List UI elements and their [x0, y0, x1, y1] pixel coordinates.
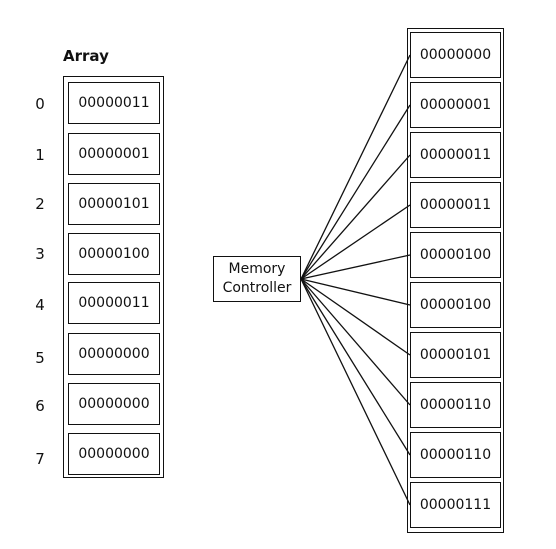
memory-cell-2: 00000011: [410, 132, 501, 178]
connection-line: [300, 278, 411, 356]
array-index-7: 7: [35, 450, 45, 468]
array-cell-1: 00000001: [68, 133, 160, 175]
memory-controller-label-line1: Memory: [228, 261, 286, 277]
array-cell-5: 00000000: [68, 333, 160, 375]
connection-line: [300, 254, 411, 280]
connection-line: [300, 154, 411, 280]
array-cell-6: 00000000: [68, 383, 160, 425]
memory-cell-9: 00000111: [410, 482, 501, 528]
memory-cell-7: 00000110: [410, 382, 501, 428]
array-index-3: 3: [35, 245, 45, 263]
array-index-1: 1: [35, 146, 45, 164]
array-index-0: 0: [35, 95, 45, 113]
array-index-5: 5: [35, 349, 45, 367]
connection-line: [300, 278, 411, 456]
memory-cell-5: 00000100: [410, 282, 501, 328]
memory-cell-8: 00000110: [410, 432, 501, 478]
connection-line: [300, 278, 411, 306]
connection-line: [300, 104, 411, 280]
memory-controller: Memory Controller: [213, 256, 301, 302]
array-cell-7: 00000000: [68, 433, 160, 475]
array-cell-2: 00000101: [68, 183, 160, 225]
memory-cell-1: 00000001: [410, 82, 501, 128]
connection-line: [300, 54, 411, 280]
connection-line: [300, 278, 411, 506]
connection-line: [300, 204, 411, 280]
array-cell-0: 00000011: [68, 82, 160, 124]
array-cell-4: 00000011: [68, 282, 160, 324]
memory-controller-label-line2: Controller: [222, 280, 292, 296]
array-index-6: 6: [35, 397, 45, 415]
array-index-2: 2: [35, 195, 45, 213]
memory-cell-3: 00000011: [410, 182, 501, 228]
memory-cell-6: 00000101: [410, 332, 501, 378]
memory-cell-4: 00000100: [410, 232, 501, 278]
memory-container: [407, 28, 504, 533]
array-cell-3: 00000100: [68, 233, 160, 275]
array-title: Array: [63, 47, 109, 65]
connection-line: [300, 278, 411, 406]
array-container: [63, 76, 164, 478]
memory-cell-0: 00000000: [410, 32, 501, 78]
array-index-4: 4: [35, 296, 45, 314]
